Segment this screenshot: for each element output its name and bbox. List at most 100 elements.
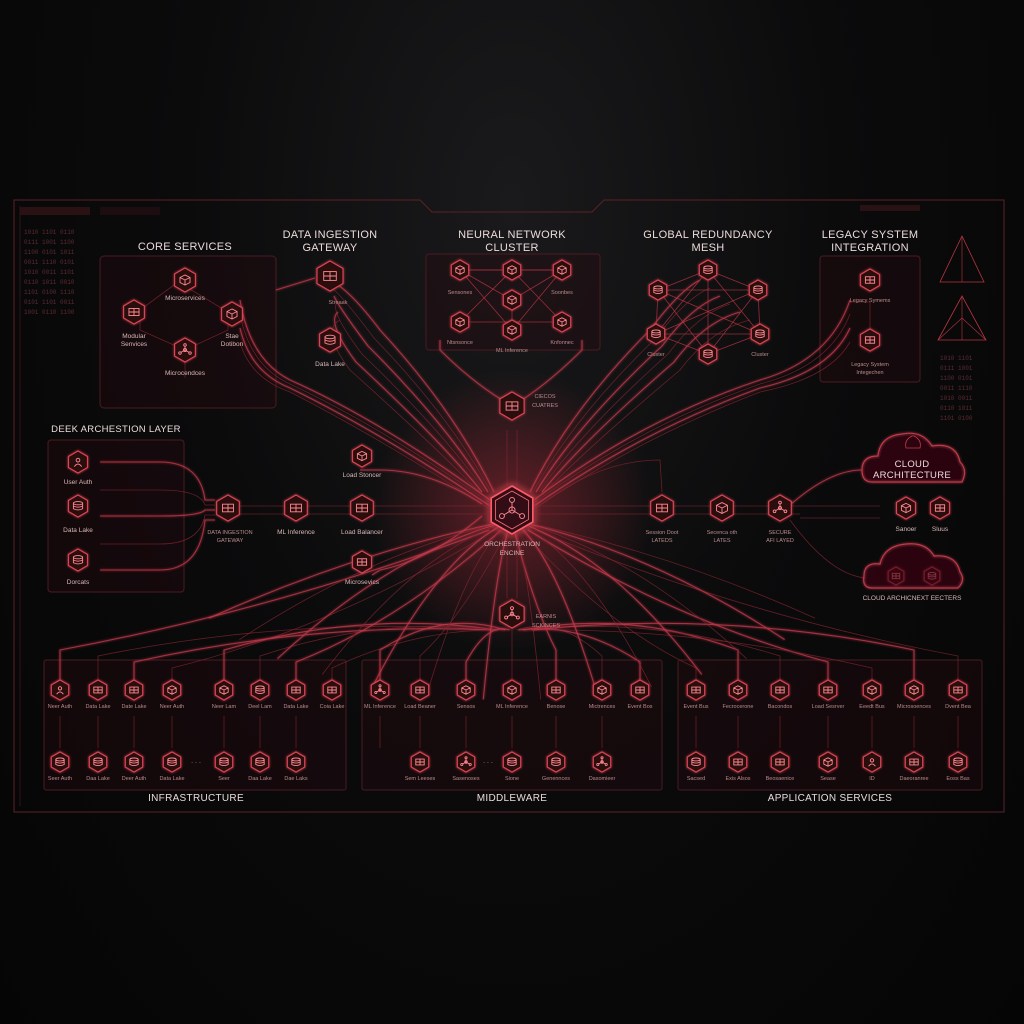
infra-bottom-6[interactable]: Daa Lake xyxy=(248,751,272,782)
infra-top-4[interactable]: Neer Auth xyxy=(160,679,184,710)
nn-node-2[interactable] xyxy=(502,259,522,281)
mid-top-2[interactable]: Load Beaner xyxy=(404,679,436,710)
ml-inference-node[interactable]: ML Inference xyxy=(277,494,315,536)
core-microservices-bottom[interactable]: Microcendces xyxy=(165,337,206,377)
infra-bottom-1[interactable]: Seer Auth xyxy=(48,751,72,782)
orchestration-label: ENCINE xyxy=(500,550,525,557)
ingestion-data-lake[interactable]: Data Lake xyxy=(315,327,345,368)
nn-node-3[interactable] xyxy=(552,259,572,281)
app-bottom-4[interactable]: Sease xyxy=(818,751,838,782)
app-top-1[interactable]: Event Bus xyxy=(683,679,709,710)
nn-node-7[interactable] xyxy=(552,311,572,333)
session-store-node[interactable] xyxy=(650,494,674,522)
secure-api-node[interactable] xyxy=(768,494,792,522)
mid-bottom-1[interactable]: Sem Leeses xyxy=(405,751,436,782)
svg-text:Senvices: Senvices xyxy=(121,341,148,348)
infra-bottom-3[interactable]: Deer Auth xyxy=(122,751,146,782)
app-top-7[interactable]: Dvent Bea xyxy=(945,679,972,710)
app-top-2[interactable]: Fecrocerone xyxy=(723,679,754,710)
load-balancer-top-node[interactable]: Load Stoncer xyxy=(343,444,383,479)
app-bottom-7[interactable]: Eoss Bas xyxy=(946,751,970,782)
cloud-sluus-node[interactable]: Sluus xyxy=(929,496,951,533)
app-bottom-3[interactable]: Beosaenice xyxy=(766,751,795,782)
nn-node-5[interactable] xyxy=(450,311,470,333)
mid-top-7[interactable]: Event Bos xyxy=(627,679,653,710)
right-triangle-decoration xyxy=(937,235,987,341)
infra-bottom-5[interactable]: Seer xyxy=(214,751,234,782)
svg-text:DATA INGESTION: DATA INGESTION xyxy=(207,530,252,536)
arch-decats[interactable]: Dorcats xyxy=(67,548,90,586)
mid-top-1-label: ML Inference xyxy=(364,704,396,710)
core-microservices-top-label: Microservices xyxy=(165,295,205,302)
svg-text:ML Inference: ML Inference xyxy=(496,348,528,354)
arch-data-lake[interactable]: Data Lake xyxy=(63,494,93,534)
svg-text:GATEWAY: GATEWAY xyxy=(217,538,244,544)
ingestion-gateway-node[interactable] xyxy=(316,260,344,292)
infra-top-2[interactable]: Data Lake xyxy=(85,679,111,710)
lower-hub[interactable] xyxy=(499,599,525,629)
core-state-database[interactable] xyxy=(221,301,243,327)
svg-text:Sensones: Sensones xyxy=(448,290,473,296)
infra-top-6[interactable]: Deel Lam xyxy=(248,679,272,710)
app-bottom-3-label: Beosaenice xyxy=(766,776,795,782)
mid-bottom-3-label: Sione xyxy=(505,776,519,782)
mid-top-6[interactable]: Mictrences xyxy=(589,679,616,710)
infra-bottom-2[interactable]: Daa Lake xyxy=(86,751,110,782)
infra-top-2-label: Data Lake xyxy=(85,704,110,710)
upper-hub[interactable] xyxy=(499,391,525,421)
app-bottom-1-label: Sacsed xyxy=(687,776,705,782)
legacy-integration-node[interactable] xyxy=(859,328,881,352)
microservices-low-node[interactable]: Microsevics xyxy=(345,550,380,586)
app-top-6[interactable]: Microsoences xyxy=(897,679,931,710)
infra-bottom-1-label: Seer Auth xyxy=(48,776,72,782)
svg-text:Soonbes: Soonbes xyxy=(551,290,573,296)
mesh-node-3[interactable] xyxy=(748,279,768,301)
mid-bottom-5[interactable]: Dasomieer xyxy=(589,751,616,782)
data-ingestion-gateway-node[interactable] xyxy=(216,494,240,522)
nn-node-4[interactable] xyxy=(502,289,522,311)
infra-bottom-4[interactable]: Data Lake xyxy=(159,751,185,782)
app-bottom-6[interactable]: Daeoranree xyxy=(899,751,929,782)
mesh-node-5[interactable] xyxy=(750,323,770,345)
infra-top-5[interactable]: Neer Lam xyxy=(212,679,237,710)
app-top-6-label: Microsoences xyxy=(897,704,931,710)
mid-top-4[interactable]: ML Inference xyxy=(496,679,528,710)
mid-bottom-4[interactable]: Genennces xyxy=(542,751,570,782)
infra-top-7[interactable]: Data Lake xyxy=(283,679,309,710)
svg-text:· · ·: · · · xyxy=(191,759,201,766)
mesh-node-2[interactable] xyxy=(648,279,668,301)
mid-top-1[interactable]: ML Inference xyxy=(364,679,396,710)
app-bottom-4-label: Sease xyxy=(820,776,836,782)
core-microservices-top[interactable]: Microservices xyxy=(165,267,206,302)
mesh-node-6[interactable] xyxy=(698,343,718,365)
mid-top-5[interactable]: Benose xyxy=(547,679,566,710)
infra-top-3[interactable]: Date Lake xyxy=(121,679,147,710)
session-auth-node[interactable] xyxy=(710,494,734,522)
mid-bottom-2[interactable]: Sasenoses xyxy=(452,751,480,782)
app-bottom-1[interactable]: Sacsed xyxy=(686,751,706,782)
infra-top-8[interactable]: Coia Lake xyxy=(320,679,345,710)
cloud-server-node[interactable]: Sanoer xyxy=(896,496,918,533)
orchestration-engine[interactable] xyxy=(490,485,534,535)
nn-node-1[interactable] xyxy=(450,259,470,281)
arch-user-auth[interactable]: User Auth xyxy=(64,450,93,486)
app-top-5[interactable]: Eeedt Bus xyxy=(859,679,885,710)
infra-bottom-7[interactable]: Dae Laks xyxy=(284,751,308,782)
app-bottom-2[interactable]: Exis Alsos xyxy=(725,751,751,782)
nn-node-6[interactable] xyxy=(502,319,522,341)
app-bottom-5[interactable]: ID xyxy=(862,751,882,782)
load-balancer-node[interactable]: Load Balancer xyxy=(341,494,384,536)
core-modular-services[interactable] xyxy=(122,299,145,325)
legacy-systems-node[interactable] xyxy=(859,268,881,292)
mesh-node-1[interactable] xyxy=(698,259,718,281)
app-top-4[interactable]: Load Sesrver xyxy=(812,679,845,710)
app-top-3[interactable]: Bacondos xyxy=(768,679,793,710)
mid-bottom-3[interactable]: Sione xyxy=(502,751,522,782)
infra-top-1[interactable]: Neer Auth xyxy=(48,679,72,710)
mesh-node-4[interactable] xyxy=(646,323,666,345)
svg-text:AFI LAYED: AFI LAYED xyxy=(766,538,794,544)
mid-top-3[interactable]: Sensos xyxy=(456,679,476,710)
svg-text:CUATRES: CUATRES xyxy=(532,403,558,409)
